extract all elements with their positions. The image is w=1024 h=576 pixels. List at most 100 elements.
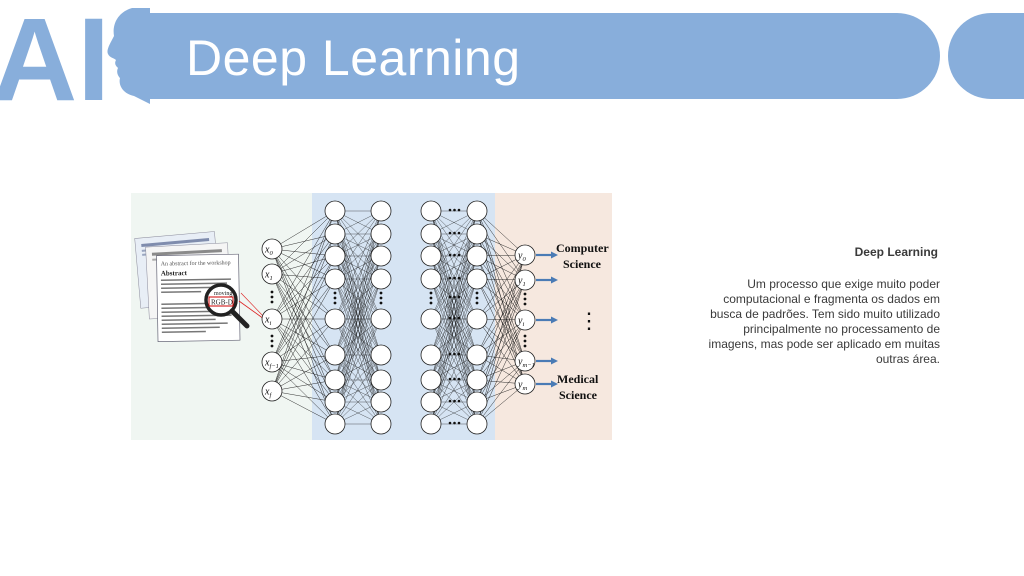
connection-line [334,233,382,425]
neuron-node [324,223,346,245]
hidden-vdots [379,291,383,295]
output-vdots [523,297,527,301]
connection-line [271,248,336,356]
neuron-node [261,238,283,260]
input-vdots [270,334,274,338]
connection-line [271,248,336,403]
connection-line [271,210,336,320]
magnifier-pointer-upper [240,292,265,318]
connection-line [476,254,526,320]
sidebar-description: Um processo que exige muito poder comput… [708,277,940,366]
connection-line [334,210,382,425]
hidden-hdots [457,276,461,280]
connection-line [271,233,336,320]
hidden-hdots [453,231,456,235]
input-node-label: xi [264,315,271,328]
connection-line [476,210,526,256]
connection-line [271,278,336,320]
connection-line [476,254,526,356]
connection-line [430,354,478,425]
connection-line [271,233,336,363]
connection-line [271,210,336,250]
hidden-vdots [333,301,337,305]
connection-line [271,318,336,392]
hidden-hdots [457,421,461,425]
neuron-node [420,344,442,366]
hidden-vdots [379,301,383,305]
hidden-vdots [333,291,337,295]
hidden-hdots [457,253,461,257]
hidden-hdots [448,316,452,320]
connection-line [271,273,336,320]
hidden-hdots [448,253,452,257]
connection-line [271,390,336,425]
hidden-vdots [333,296,337,300]
output-node-label: yi [517,316,524,329]
connection-line [271,210,336,275]
hidden-hdots [448,231,452,235]
network-ellipses [270,208,527,425]
connection-line [334,210,382,280]
connection-line [430,255,478,320]
neuron-node [324,308,346,330]
neuron-node [420,308,442,330]
connection-line [271,278,336,392]
output-node-label: ym [517,380,527,393]
neuron-node [324,391,346,413]
hidden-vdots [475,296,479,300]
magnifier-label: RGB-D [211,299,233,307]
output-node-label: y0 [517,251,526,264]
hidden-hdots [457,316,461,320]
hidden-hdots [448,295,452,299]
connection-line [271,255,336,392]
hidden-hdots [453,316,456,320]
neuron-node [420,391,442,413]
connection-line [271,318,336,363]
output-arrowhead [551,357,558,365]
magnifier-icon: moving RGB-D [204,283,250,329]
connection-line [430,233,478,280]
neuron-node [466,245,488,267]
hidden-vdots [379,296,383,300]
page-title: Deep Learning [186,30,521,86]
hidden-hdots [453,295,456,299]
neuron-node [324,200,346,222]
neuron-node [324,268,346,290]
neuron-node [514,244,536,266]
connection-line [476,210,526,281]
neuron-node [370,369,392,391]
hidden-hdots [453,276,456,280]
connection-line [476,383,526,425]
hidden-vdots [429,296,433,300]
output-vdots [523,344,527,348]
neuron-node [370,268,392,290]
hidden-vdots [475,291,479,295]
connection-line [334,255,382,320]
connection-line [271,210,336,363]
input-node-label: xf [264,387,272,400]
neuron-node [420,245,442,267]
output-arrowhead [551,251,558,259]
label-science-top: Science [563,257,602,271]
connection-line [271,318,336,356]
connection-line [271,318,336,381]
input-node-label: x0 [264,245,273,258]
neuron-node [514,350,536,372]
input-vdots [270,344,274,348]
connection-line [476,360,526,425]
output-vdots [523,334,527,338]
hidden-hdots [448,399,452,403]
label-medical: Medical [557,372,599,386]
neuron-node [370,223,392,245]
connection-line [430,233,478,320]
output-vdots [523,292,527,296]
hidden-hdots [457,231,461,235]
connection-line [271,273,336,381]
neuron-node [420,369,442,391]
neuron-node [261,263,283,285]
connection-line [271,273,336,425]
connection-line [334,210,382,403]
neural-network-figure: An abstract for the workshop Abstract mo… [131,193,612,440]
hidden-hdots [448,208,452,212]
